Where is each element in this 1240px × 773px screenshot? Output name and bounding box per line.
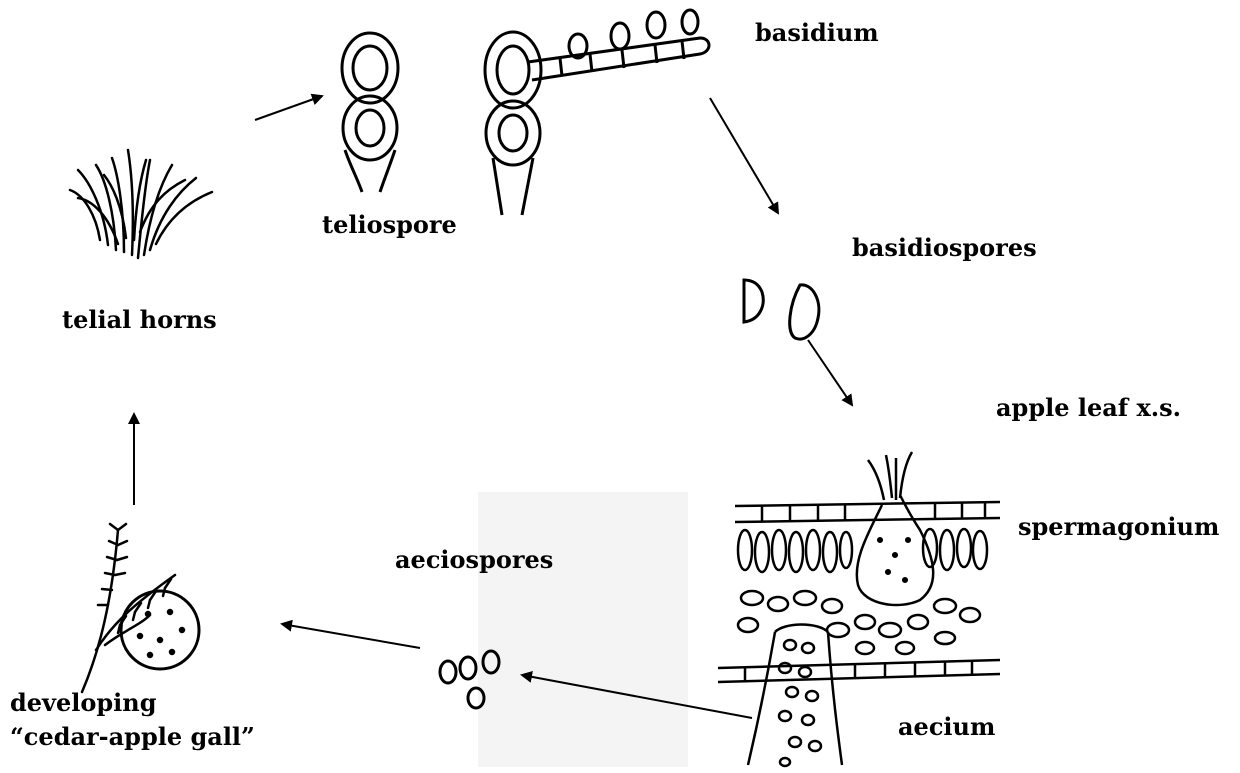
label-gall-line2: “cedar-apple gall” bbox=[10, 722, 255, 752]
label-aecium: aecium bbox=[898, 712, 995, 742]
arrow-basidiospores-to-leaf bbox=[808, 340, 852, 405]
telial-horns-drawing bbox=[70, 150, 212, 258]
label-basidium: basidium bbox=[755, 18, 879, 48]
label-gall-line1: developing bbox=[10, 688, 157, 718]
label-spermagonium: spermagonium bbox=[1018, 512, 1219, 542]
arrow-horns-to-teliospore bbox=[255, 96, 322, 120]
label-teliospore: teliospore bbox=[322, 210, 457, 240]
aeciospores-drawing bbox=[440, 651, 499, 708]
cycle-arrows bbox=[134, 96, 852, 718]
basidiospores-drawing bbox=[744, 280, 819, 339]
label-basidiospores: basidiospores bbox=[852, 233, 1037, 263]
label-apple-leaf-xs: apple leaf x.s. bbox=[996, 393, 1181, 423]
cedar-apple-gall-drawing bbox=[82, 524, 199, 692]
arrow-aeciospores-to-gall bbox=[282, 624, 420, 648]
label-aeciospores: aeciospores bbox=[395, 545, 553, 575]
arrow-basidium-to-basidiospores bbox=[710, 98, 778, 213]
label-telial-horns: telial horns bbox=[62, 305, 217, 335]
basidium-drawing bbox=[485, 10, 709, 215]
arrow-aecium-to-aeciospores bbox=[522, 675, 752, 718]
teliospore-drawing bbox=[342, 33, 398, 192]
